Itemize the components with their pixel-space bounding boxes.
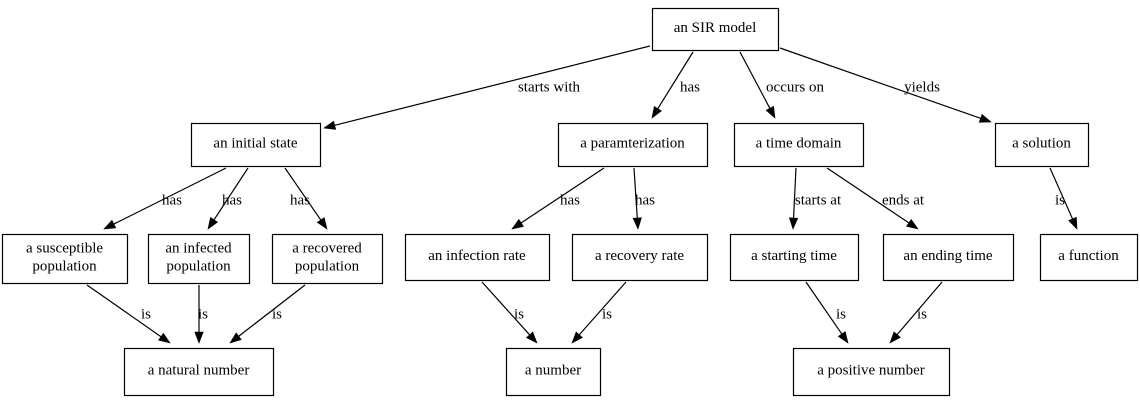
node-ending_time[interactable]: an ending time <box>882 233 1015 282</box>
edge-label-recovery_rate-to-number: is <box>602 306 612 322</box>
edge-initial_state-to-infected_population <box>207 167 249 230</box>
edge-ending_time-to-positive_number <box>889 281 943 344</box>
edge-label-starting_time-to-positive_number: is <box>836 306 846 322</box>
edge-recovery_rate-to-number <box>571 281 627 344</box>
edge-label-time_domain-to-starting_time: starts at <box>795 192 842 208</box>
edge-starting_time-to-positive_number <box>805 281 849 344</box>
edge-initial_state-to-recovered_population <box>284 167 328 230</box>
edge-label-initial_state-to-susceptible_population: has <box>162 192 182 208</box>
node-label-sir_model: an SIR model <box>674 20 757 36</box>
edge-label-solution-to-function: is <box>1055 192 1065 208</box>
edge-label-time_domain-to-ending_time: ends at <box>882 192 925 208</box>
edge-sir_model-to-solution <box>779 47 992 123</box>
edge-labels-layer: starts with has occurs on yields has has has ha… <box>141 79 1065 322</box>
node-starting_time[interactable]: a starting time <box>729 233 860 282</box>
node-label-paramterization: a paramterization <box>580 136 685 152</box>
node-label-recovery_rate: a recovery rate <box>595 248 684 264</box>
node-label-positive_number: a positive number <box>817 363 924 379</box>
edge-paramterization-to-infection_rate <box>511 167 605 230</box>
edge-label-initial_state-to-infected_population: has <box>222 192 242 208</box>
edge-sir_model-to-initial_state <box>323 45 651 130</box>
edge-label-susceptible_population-to-natural_number: is <box>141 306 151 322</box>
node-number[interactable]: a number <box>505 347 602 397</box>
edges-layer <box>86 45 1078 344</box>
edge-paramterization-to-recovery_rate <box>632 167 642 230</box>
node-recovery_rate[interactable]: a recovery rate <box>571 233 709 282</box>
edge-sir_model-to-time_domain <box>739 51 776 119</box>
edge-time_domain-to-starting_time <box>788 167 799 230</box>
edge-label-paramterization-to-recovery_rate: has <box>635 192 655 208</box>
edge-initial_state-to-susceptible_population <box>103 167 227 230</box>
node-label-function: a function <box>1058 248 1119 264</box>
node-label-solution: a solution <box>1012 136 1071 152</box>
edge-recovered_population-to-natural_number <box>229 284 306 344</box>
node-infection_rate[interactable]: an infection rate <box>404 233 551 282</box>
node-label-starting_time: a starting time <box>751 248 837 264</box>
edge-label-paramterization-to-infection_rate: has <box>560 192 580 208</box>
edge-label-sir_model-to-initial_state: starts with <box>518 79 581 95</box>
node-solution[interactable]: a solution <box>994 122 1090 168</box>
node-time_domain[interactable]: a time domain <box>733 122 865 168</box>
nodes-layer: an SIR model an initial state a paramteriz… <box>1 7 1139 397</box>
node-label-natural_number: a natural number <box>148 363 250 379</box>
edge-susceptible_population-to-natural_number <box>86 284 171 344</box>
edge-label-sir_model-to-paramterization: has <box>680 79 700 95</box>
edge-infected_population-to-natural_number <box>194 285 204 344</box>
edge-infection_rate-to-number <box>481 281 538 344</box>
edge-label-recovered_population-to-natural_number: is <box>272 306 282 322</box>
edge-label-infected_population-to-natural_number: is <box>198 306 208 322</box>
edge-time_domain-to-ending_time <box>826 167 919 230</box>
node-natural_number[interactable]: a natural number <box>123 347 275 397</box>
node-initial_state[interactable]: an initial state <box>190 122 322 168</box>
node-label-infection_rate: an infection rate <box>428 248 526 264</box>
edge-label-infection_rate-to-number: is <box>514 306 524 322</box>
edge-label-sir_model-to-time_domain: occurs on <box>766 79 824 95</box>
node-label-number: a number <box>525 363 581 379</box>
edge-label-sir_model-to-solution: yields <box>904 79 940 95</box>
node-label-initial_state: an initial state <box>213 136 297 152</box>
edge-sir_model-to-paramterization <box>651 51 694 119</box>
node-label-ending_time: an ending time <box>903 248 992 264</box>
node-positive_number[interactable]: a positive number <box>792 347 951 397</box>
edge-solution-to-function <box>1049 167 1078 230</box>
node-function[interactable]: a function <box>1039 233 1139 282</box>
node-sir_model[interactable]: an SIR model <box>651 7 780 52</box>
edge-label-ending_time-to-positive_number: is <box>917 306 927 322</box>
node-paramterization[interactable]: a paramterization <box>557 122 709 168</box>
edge-label-initial_state-to-recovered_population: has <box>290 192 310 208</box>
node-label-time_domain: a time domain <box>756 136 842 152</box>
